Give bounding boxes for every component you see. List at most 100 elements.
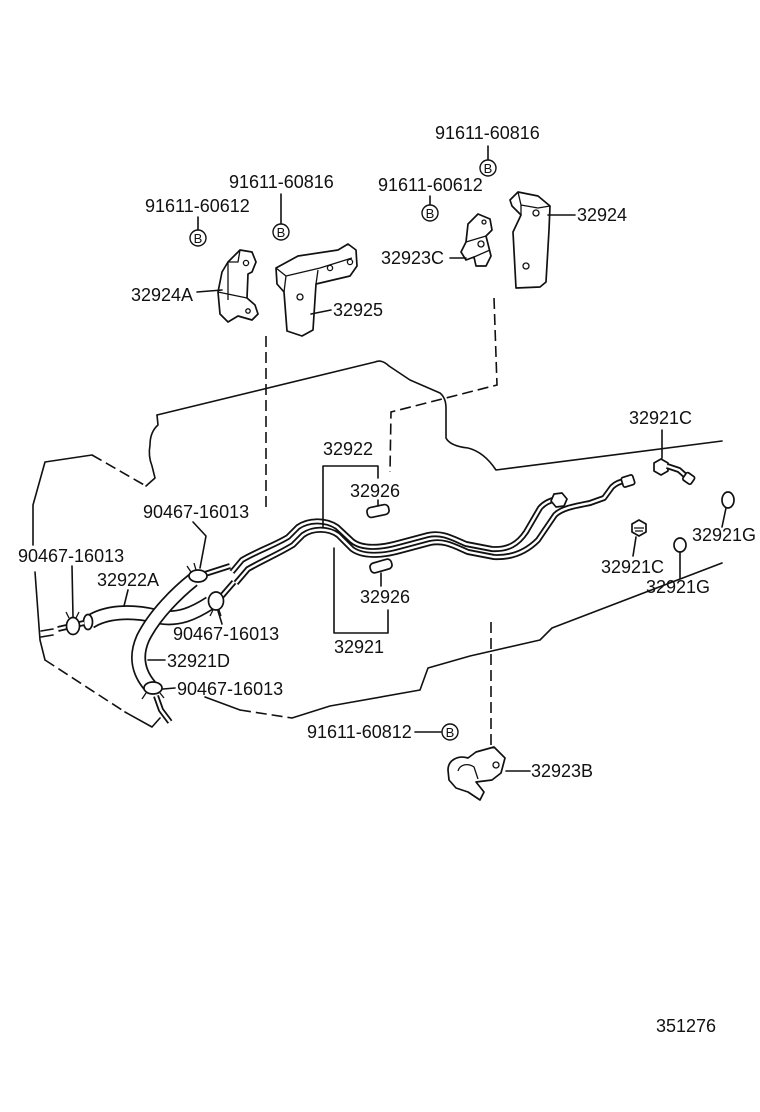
hose-clip-tab [65,611,80,619]
grommet-upper [366,503,390,519]
leader-clip-upper [192,521,207,569]
marker-letter: B [446,725,455,740]
union-upper-hex [653,458,669,476]
label-tube-32921: 32921 [334,637,384,657]
clamp-hole [481,219,487,225]
label-gasket-lower: 32921G [646,577,710,597]
hose-clip-middle [207,591,225,611]
leader-32921c-lower [632,536,637,557]
label-bracket-32925: 32925 [333,300,383,320]
marker-circle [421,204,439,222]
transmission-outline [32,360,723,728]
hose-clip-left [65,616,81,636]
tube-assembly [204,474,636,599]
label-clip-lower: 90467-16013 [177,679,283,699]
outline-bottom-b [291,562,723,719]
outline-bottom-left [124,711,161,728]
leader-lines [71,145,727,772]
outline-left-edge [32,454,93,546]
hose-inner [132,575,197,690]
outline-top [156,360,723,471]
label-gasket-right: 32921G [692,525,756,545]
label-tube-32922: 32922 [323,439,373,459]
label-union-lower: 32921C [601,557,664,577]
marker-letter: B [484,161,493,176]
bracket-body [509,191,551,289]
clamp-hole [477,240,485,248]
bracket-fold [517,191,551,215]
assembly-lines [265,297,498,748]
label-bolt-top: 91611-60816 [435,123,540,143]
gasket-right [721,491,735,509]
bolt-marker-right: B [421,204,439,222]
marker-letter: B [194,231,203,246]
marker-circle [479,159,497,177]
leader-32925 [310,309,332,315]
tube-32922 [229,496,557,574]
label-union-upper: 32921C [629,408,692,428]
bolt-marker-left-short: B [189,229,207,247]
marker-letter: B [426,206,435,221]
bolt-marker-top: B [479,159,497,177]
leader-clip-middle [217,610,223,625]
tube-32921-inner [235,479,625,584]
assembly-line-upper-right [389,297,498,473]
bracket-hole [346,258,354,266]
label-bracket-32924a: 32924A [131,285,193,305]
part-labels: 91611-60816 91611-60612 32924 32923C 916… [18,123,756,1036]
label-bracket-32924: 32924 [577,205,627,225]
label-bolt-right: 91611-60612 [378,175,483,195]
hose-clip-tab [209,609,222,617]
bolt-marker-left-long: B [272,223,290,241]
bracket-hole [326,264,334,272]
leader-32921g-right [721,507,727,528]
bracket-hole [296,293,304,301]
label-clip-upper: 90467-16013 [143,502,249,522]
outline-bottom-a [204,696,241,711]
bracket-32925 [275,243,358,337]
outline-left-edge-lower [34,571,46,661]
hose-clip-tab [186,562,197,573]
grommet-lower [369,558,393,574]
clamp-hole [492,761,500,769]
union-upper-thread [681,471,696,486]
bracket-hole [245,308,251,314]
marker-circle [189,229,207,247]
bracket-hole [242,259,250,267]
label-grommet-upper: 32926 [350,481,400,501]
hose-clip-tab [141,692,165,700]
gaskets-32921g [673,491,735,553]
hose-32921d [131,574,198,691]
label-clip-left: 90467-16013 [18,546,124,566]
label-hose-32921d: 32921D [167,651,230,671]
tube-end-fitting [620,474,636,488]
figure-number: 351276 [656,1016,716,1036]
tube-nut [550,492,568,508]
marker-circle [441,723,459,741]
outline-left-hidden [91,454,147,487]
label-hose-32922a: 32922A [97,570,159,590]
label-bolt-lower: 91611-60812 [307,722,412,742]
bracket-hole [532,209,540,217]
bracket-32924a [217,249,259,323]
bracket-hole [522,262,530,270]
bracket-fold [275,257,353,293]
outline-bottom-left-hidden [44,659,126,713]
bolt-marker-lower: B [441,723,459,741]
leader-clip-left [71,565,74,618]
label-bolt-left-long: 91611-60816 [229,172,334,192]
tube-stub-inner [220,581,235,598]
tube-32922-inner [231,497,557,573]
leader-32922a [123,589,129,607]
unions-32921c [631,458,696,537]
tube-stub-inner [204,564,231,576]
pipe-break-mark [40,628,54,638]
label-clamp-32923b: 32923B [531,761,593,781]
label-grommet-lower: 32926 [360,587,410,607]
union-lower-thread [634,527,644,532]
outline-bottom-hidden [239,709,293,719]
hose-end [82,613,94,631]
label-bolt-left-short: 91611-60612 [145,196,250,216]
clamp-fold [457,764,479,780]
gasket-lower [673,537,687,553]
